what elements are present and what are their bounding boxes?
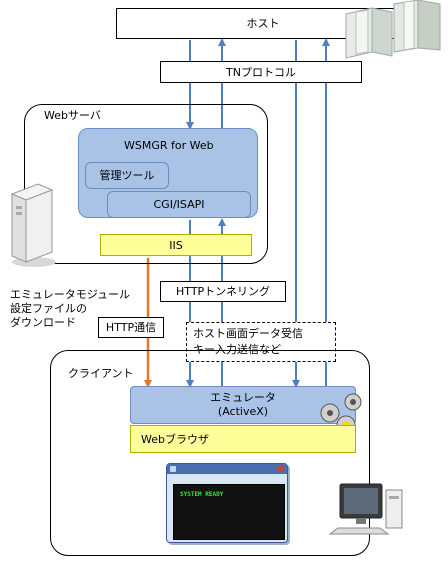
download-note-line-3: ダウンロード	[10, 316, 76, 329]
tn-protocol-box: TNプロトコル	[160, 61, 362, 83]
terminal-screen: SYSTEM READY	[173, 484, 285, 540]
http-tunneling-label: HTTPトンネリング	[176, 285, 270, 298]
admin-tool-label: 管理ツール	[99, 169, 155, 182]
http-comm-box: HTTP通信	[98, 317, 164, 338]
download-note-line-1: エミュレータモジュール	[10, 288, 131, 301]
cgi-isapi-box: CGI/ISAPI	[107, 191, 251, 218]
cgi-isapi-label: CGI/ISAPI	[153, 198, 205, 211]
client-label: クライアント	[68, 367, 134, 380]
close-icon	[278, 466, 284, 472]
terminal-window: SYSTEM READY	[166, 463, 288, 543]
download-note-line-2: 設定ファイルの	[10, 302, 87, 315]
emulator-box: エミュレータ (ActiveX)	[130, 386, 356, 424]
web-browser-label: Webブラウザ	[141, 433, 209, 446]
web-server-label: Webサーバ	[44, 109, 101, 122]
wsmgr-label: WSMGR for Web	[124, 139, 214, 152]
terminal-title-bar	[167, 464, 287, 474]
http-tunneling-box: HTTPトンネリング	[160, 281, 286, 302]
web-browser-box: Webブラウザ	[130, 425, 356, 453]
host-label: ホスト	[246, 17, 280, 30]
client-container	[50, 350, 370, 556]
iis-label: IIS	[169, 238, 183, 252]
emulator-sublabel: (ActiveX)	[217, 405, 269, 418]
host-box: ホスト	[116, 8, 410, 39]
download-note: エミュレータモジュール 設定ファイルの ダウンロード	[10, 288, 130, 330]
host-data-note-line-1: ホスト画面データ受信	[193, 327, 303, 340]
host-data-note-box: ホスト画面データ受信 キー入力送信など	[186, 322, 336, 362]
terminal-text: SYSTEM READY	[180, 491, 224, 498]
tn-protocol-label: TNプロトコル	[226, 65, 296, 79]
emulator-label: エミュレータ	[210, 391, 276, 404]
admin-tool-box: 管理ツール	[85, 162, 169, 189]
window-icon	[170, 466, 176, 472]
host-data-note-line-2: キー入力送信など	[193, 343, 281, 356]
http-comm-label: HTTP通信	[105, 321, 157, 334]
iis-box: IIS	[100, 234, 252, 256]
